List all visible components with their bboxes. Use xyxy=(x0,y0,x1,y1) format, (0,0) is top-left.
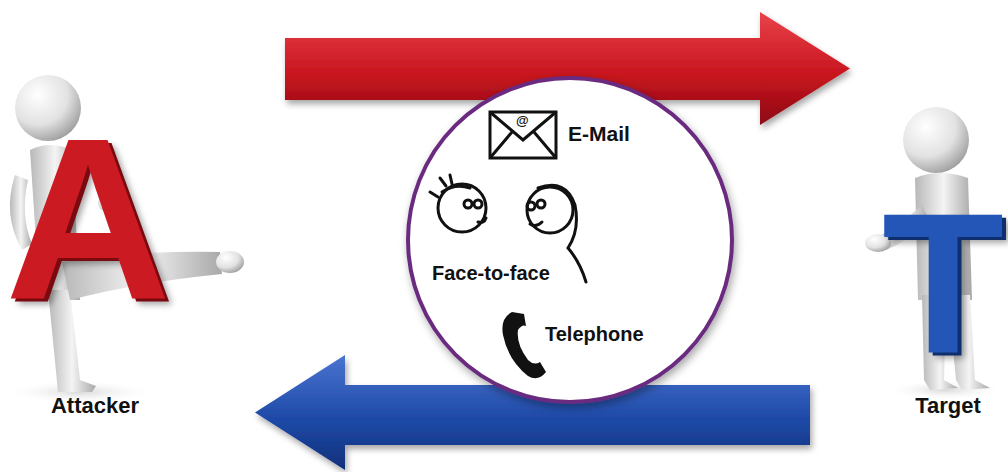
figure-foot xyxy=(216,251,244,273)
phone-handset xyxy=(502,312,546,378)
letter-mark: T xyxy=(882,184,1004,384)
face-left xyxy=(438,184,486,232)
target-figure xyxy=(865,107,1005,400)
attacker-figure xyxy=(5,75,244,404)
actor-label: Target xyxy=(860,395,1008,417)
envelope-icon xyxy=(490,112,556,158)
faces-icon xyxy=(430,175,586,282)
face-eye xyxy=(537,200,545,208)
face-eye xyxy=(474,200,482,208)
envelope-flap xyxy=(490,112,556,140)
face-right xyxy=(527,187,573,233)
letter-mark: A xyxy=(5,105,171,335)
at-symbol: @ xyxy=(516,114,529,127)
actor-node: A Attacker xyxy=(0,60,250,440)
channel-label: E-Mail xyxy=(568,123,630,144)
face-headset xyxy=(538,185,586,282)
face-mouth xyxy=(478,218,486,223)
channel-label: Telephone xyxy=(545,324,644,344)
face-hair xyxy=(430,175,470,197)
telephone-icon xyxy=(502,312,546,378)
actor-label: Attacker xyxy=(0,395,190,417)
face-mouth xyxy=(530,222,542,226)
figure-head xyxy=(903,107,969,173)
envelope-body xyxy=(490,112,556,158)
envelope-fold xyxy=(490,132,556,158)
channel-circle: E-MailFace-to-faceTelephone xyxy=(405,75,735,405)
actor-node: T Target xyxy=(860,60,1008,440)
circle-outline xyxy=(408,78,732,402)
face-eye xyxy=(464,200,472,208)
channel-label: Face-to-face xyxy=(432,263,550,283)
face-eye xyxy=(527,202,535,210)
